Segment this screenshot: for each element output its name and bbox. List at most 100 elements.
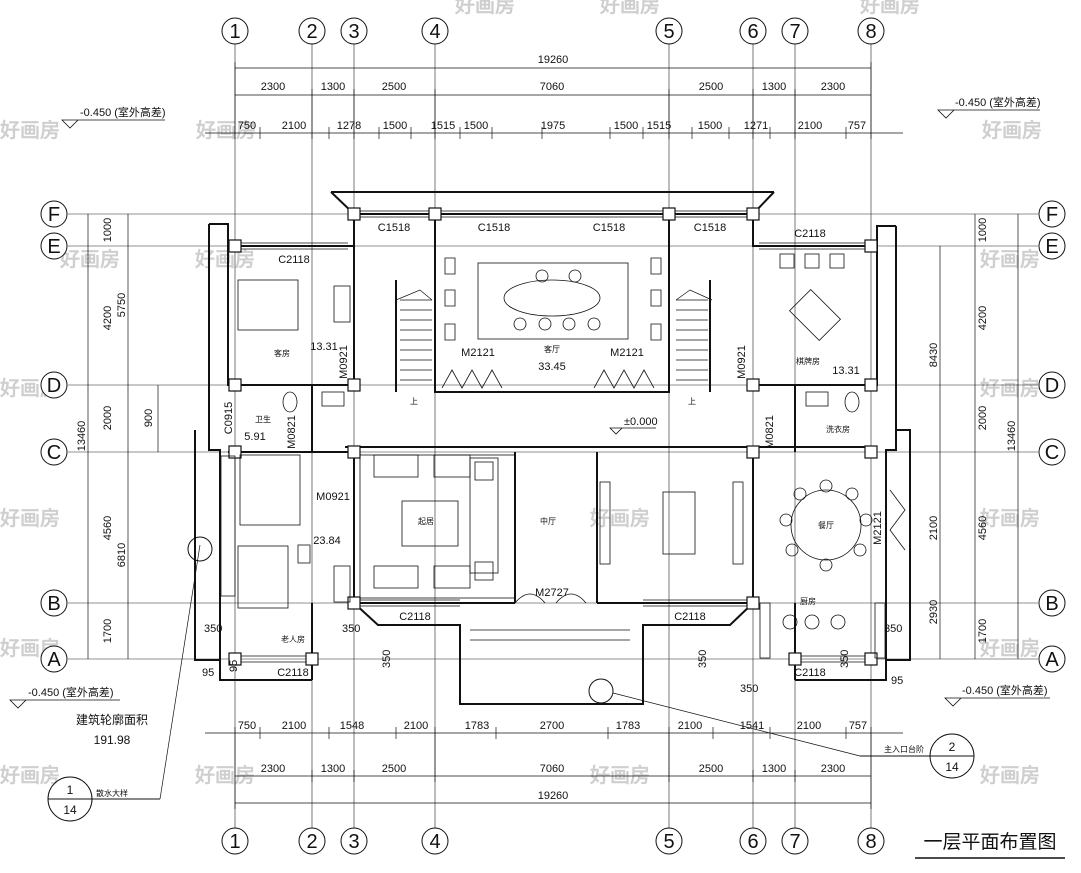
door-code: M0921 [338, 345, 350, 379]
dim-text: 2500 [382, 763, 406, 775]
small-dim: 350 [342, 623, 360, 635]
watermark: 好画房 [194, 763, 255, 787]
grid-label-row: D [47, 375, 61, 397]
dim-text: 1271 [744, 120, 768, 132]
room-labels: 客房 客厅 棋牌房 卫生 洗衣房 起居 中厅 餐厅 厨房 老人房 上 上 [255, 344, 850, 644]
grid-label-col: 7 [789, 831, 800, 853]
dim-text: 2930 [928, 600, 940, 624]
dim-text: 1300 [321, 763, 345, 775]
room-name: 棋牌房 [796, 356, 820, 366]
small-dim: 350 [884, 623, 902, 635]
watermark: 好画房 [0, 118, 60, 142]
room-name: 客房 [274, 348, 290, 358]
detail-ref-number: 1 [67, 783, 74, 797]
grid-label-row: D [1045, 375, 1059, 397]
dim-text: 757 [849, 720, 867, 732]
dim-text: 2100 [797, 720, 821, 732]
dim-text: 1500 [614, 120, 638, 132]
small-dimensions: 350 350 350 350 350 350 350 95 95 95 [202, 623, 903, 695]
dim-total-left: 13460 [76, 421, 88, 452]
elevation-note: -0.450 (室外高差) [28, 685, 114, 699]
dim-text: 2000 [977, 406, 989, 430]
dim-text: 2500 [699, 81, 723, 93]
dim-text: 2100 [404, 720, 428, 732]
title-block: 一层平面布置图 [915, 831, 1065, 859]
room-area: 33.45 [538, 361, 566, 373]
dim-text: 900 [143, 409, 155, 427]
drawing-title: 一层平面布置图 [923, 831, 1056, 853]
small-dim: 95 [202, 667, 214, 679]
window-code: C1518 [378, 222, 410, 234]
dim-text: 2300 [261, 81, 285, 93]
dimension-text-top: 19260 2300 1300 2500 7060 2500 1300 2300… [238, 54, 866, 132]
room-area: 23.84 [313, 535, 341, 547]
window-code: C2118 [278, 254, 310, 266]
stairs [395, 289, 713, 381]
grid-label-col: 6 [747, 21, 758, 43]
grid-label-row: E [47, 236, 60, 258]
dimension-text-right: 1000 4200 2000 4560 1700 8430 2100 2930 … [928, 218, 1018, 643]
room-name: 老人房 [281, 634, 305, 644]
dim-total-bottom: 19260 [538, 790, 569, 802]
dim-text: 1515 [647, 120, 671, 132]
room-name: 洗衣房 [826, 424, 850, 434]
watermark: 好画房 [59, 247, 120, 271]
dim-text: 1975 [541, 120, 565, 132]
grid-label-col: 7 [789, 21, 800, 43]
grid-label-row: F [1046, 204, 1058, 226]
detail-ref-label: 散水大样 [96, 788, 128, 798]
floor-level: ±0.000 [624, 416, 658, 428]
small-dim: 350 [740, 683, 758, 695]
grid-label-row: B [1045, 593, 1058, 615]
notes: 建筑轮廓面积 191.98 1 14 散水大样 2 14 主入口台阶 [47, 536, 975, 822]
furniture [220, 253, 906, 659]
elevation-markers [9, 109, 1050, 709]
detail-ref-number: 2 [949, 740, 956, 754]
dim-text: 2500 [382, 81, 406, 93]
dim-text: 2100 [282, 120, 306, 132]
grid-label-col: 5 [663, 831, 674, 853]
room-area: 13.31 [832, 365, 860, 377]
window-labels: C1518 C1518 C1518 C1518 C2118 C2118 C211… [223, 222, 826, 679]
door-code: M2121 [872, 511, 884, 545]
dim-text: 2100 [798, 120, 822, 132]
window-code: C2118 [399, 611, 431, 623]
window-code: C2118 [794, 228, 826, 240]
dim-text: 757 [848, 120, 866, 132]
dim-text: 1300 [762, 763, 786, 775]
dim-text: 4200 [102, 306, 114, 330]
room-name: 上 [410, 397, 418, 406]
dim-text: 4560 [102, 516, 114, 540]
watermark: 好画房 [194, 247, 255, 271]
door-labels: M2121 M2121 M0921 M0921 M0921 M0821 M082… [286, 345, 884, 599]
elevation-note: -0.450 (室外高差) [962, 683, 1048, 697]
dim-text: 2300 [821, 763, 845, 775]
grid-label-row: C [1045, 442, 1059, 464]
door-code: M2121 [461, 347, 495, 359]
dimension-text-left: 1000 4200 2000 4560 1700 5750 6810 900 1… [76, 218, 155, 643]
small-dim: 350 [839, 650, 851, 668]
grid-label-row: B [47, 593, 60, 615]
elevation-note: -0.450 (室外高差) [80, 105, 166, 119]
dim-text: 1300 [762, 81, 786, 93]
room-name: 上 [688, 397, 696, 406]
door-code: M0921 [736, 345, 748, 379]
watermark: 好画房 [454, 0, 515, 17]
dimension-lines-bottom [205, 727, 903, 809]
small-dim: 350 [381, 650, 393, 668]
detail-ref-sheet: 14 [945, 760, 959, 774]
walls [194, 191, 911, 705]
watermark: 好画房 [589, 763, 650, 787]
detail-ref-label: 主入口台阶 [884, 744, 924, 754]
dim-text: 7060 [540, 763, 564, 775]
watermark: 好画房 [979, 376, 1040, 400]
grid-bubbles-top [221, 17, 885, 45]
grid-label-row: A [1045, 649, 1059, 671]
dim-text: 1500 [464, 120, 488, 132]
grid-label-col: 1 [229, 21, 240, 43]
grid-bubbles-bottom [221, 827, 885, 855]
grid-bubbles-rows [40, 200, 1066, 673]
grid-label-col: 5 [663, 21, 674, 43]
watermark: 好画房 [0, 506, 60, 530]
